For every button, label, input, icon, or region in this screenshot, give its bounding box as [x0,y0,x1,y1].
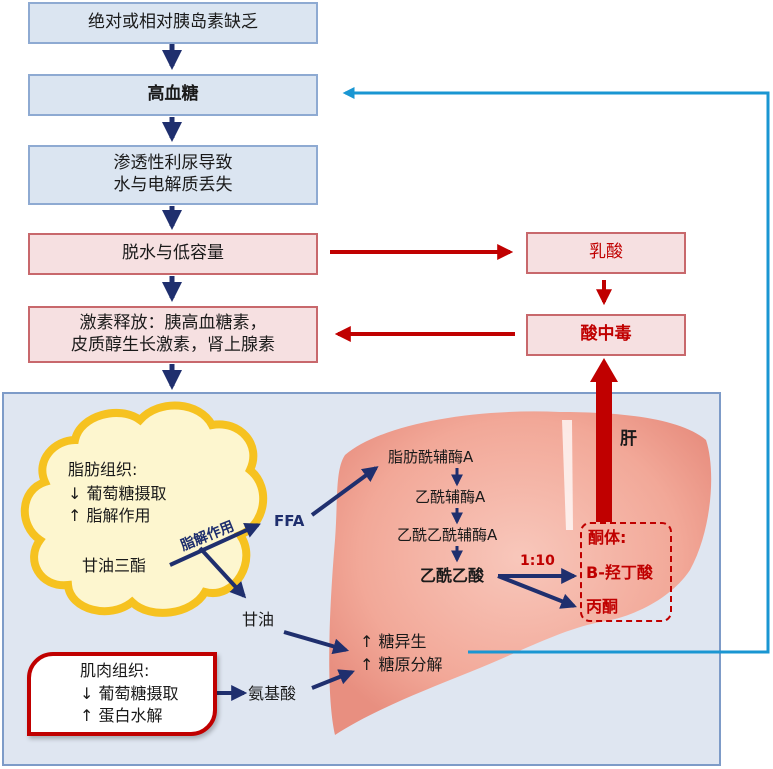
muscle-proteolysis: ↑ 蛋白水解 [80,706,163,725]
metabolic-arrows [169,466,578,701]
muscle-tissue-box [27,652,217,736]
lactic-acid-text: 乳酸 [589,242,623,263]
acetyl-coa: 乙酰辅酶A [415,488,486,506]
acetoacetate: 乙酰乙酸 [420,566,485,585]
ketone-bodies-box [580,522,672,622]
hormone-release-line2: 皮质醇生长激素，肾上腺素 [71,334,275,355]
liver-label: 肝 [620,429,637,449]
acid-arrows [330,244,612,342]
osmotic-diuresis-box: 渗透性利尿导致 水与电解质丢失 [28,145,318,205]
dehydration-box: 脱水与低容量 [28,233,318,275]
glycogenolysis: ↑ 糖原分解 [360,655,443,674]
acetone: 丙酮 [586,597,619,616]
ketone-to-acidosis-arrow [590,358,618,522]
ffa-label: FFA [274,512,305,530]
triglyceride-label: 甘油三酯 [82,556,147,575]
dehydration-text: 脱水与低容量 [122,243,224,264]
insulin-deficiency-text: 绝对或相对胰岛素缺乏 [88,12,258,33]
muscle-glucose-uptake: ↓ 葡萄糖摄取 [80,684,179,703]
ketone-title: 酮体: [588,528,627,547]
adipose-lipolysis: ↑ 脂解作用 [68,506,151,525]
acetoacetyl-coa: 乙酰乙酰辅酶A [397,526,498,544]
adipose-glucose-uptake: ↓ 葡萄糖摄取 [68,484,167,503]
acidosis-box: 酸中毒 [526,314,686,356]
ratio-label: 1:10 [520,553,555,569]
hormone-release-line1: 激素释放：胰高血糖素， [79,312,267,333]
beta-hydroxybutyrate: B-羟丁酸 [586,563,653,582]
feedback-line [342,87,770,654]
liver-shape [329,411,712,735]
amino-acid-label: 氨基酸 [248,684,297,703]
insulin-deficiency-box: 绝对或相对胰岛素缺乏 [28,2,318,44]
osmotic-diuresis-line1: 渗透性利尿导致 [113,153,233,174]
gluconeogenesis: ↑ 糖异生 [360,632,427,651]
adipose-cloud [20,401,268,617]
osmotic-diuresis-line2: 水与电解质丢失 [113,175,233,195]
acidosis-text: 酸中毒 [580,324,632,345]
glycerol-label: 甘油 [242,610,275,629]
muscle-title: 肌肉组织: [80,661,150,680]
adipose-title: 脂肪组织: [68,460,138,479]
hyperglycemia-text: 高血糖 [147,84,199,105]
lactic-acid-box: 乳酸 [526,232,686,274]
hormone-release-box: 激素释放：胰高血糖素， 皮质醇生长激素，肾上腺素 [28,306,318,363]
hyperglycemia-box: 高血糖 [28,74,318,116]
fatty-acyl-coa: 脂肪酰辅酶A [388,448,474,466]
